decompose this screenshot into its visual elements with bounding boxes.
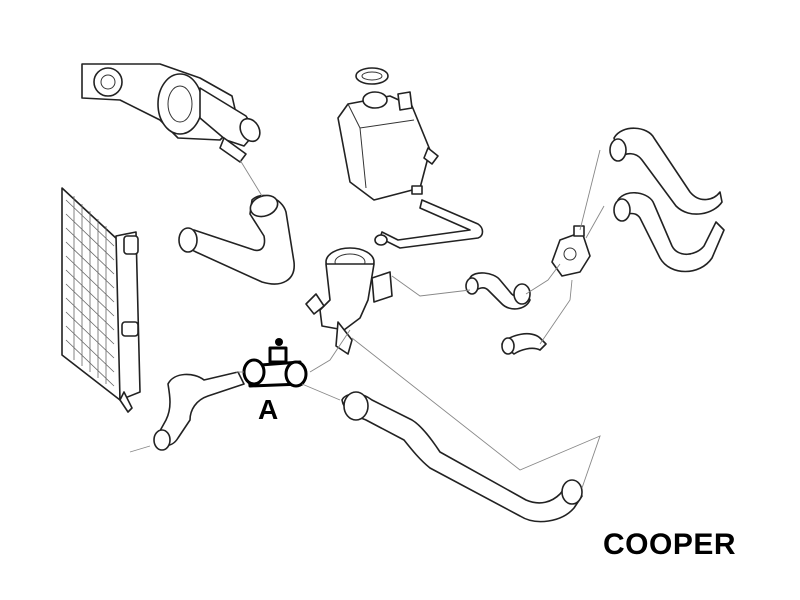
expansion-tank bbox=[337, 67, 439, 201]
bleed-hose bbox=[374, 199, 484, 249]
model-name-label: COOPER bbox=[603, 528, 737, 561]
main-lower-hose bbox=[341, 391, 583, 523]
tee-connector-part-a bbox=[242, 338, 308, 388]
lower-left-hose bbox=[153, 371, 245, 451]
radiator bbox=[61, 187, 141, 413]
part-marker-label: A bbox=[258, 394, 279, 425]
thermostat-housing bbox=[305, 247, 393, 355]
water-pump bbox=[81, 63, 261, 163]
upper-hose bbox=[178, 159, 295, 285]
heater-valve bbox=[551, 225, 591, 277]
connection-leaders bbox=[129, 149, 605, 489]
heater-hoses bbox=[609, 127, 725, 273]
bypass-hose bbox=[465, 272, 531, 310]
return-hose bbox=[501, 332, 547, 355]
